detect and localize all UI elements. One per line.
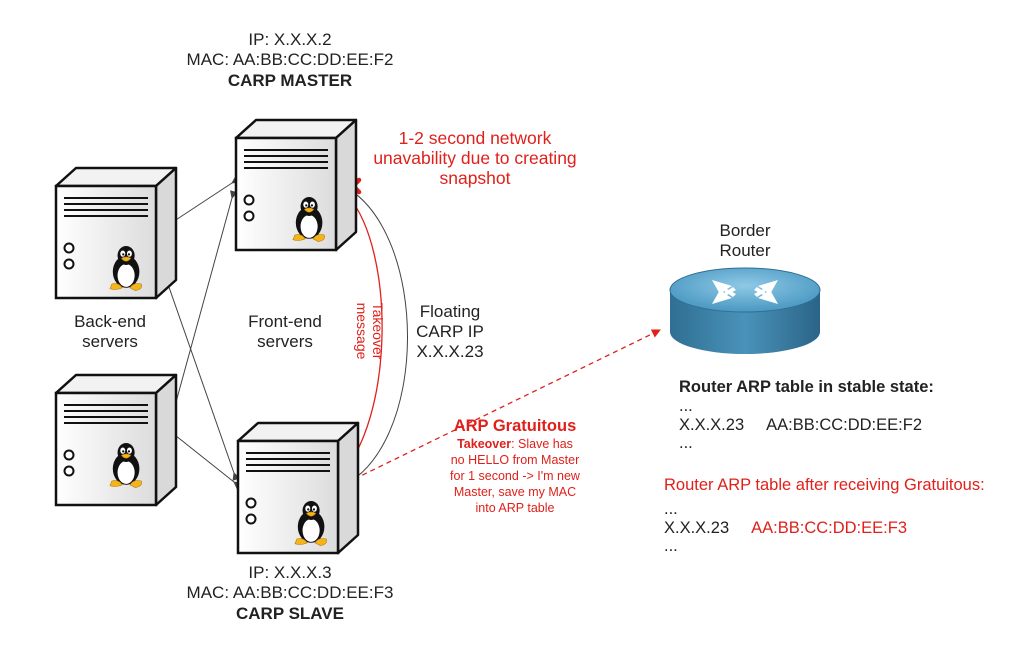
master-mac: MAC: AA:BB:CC:DD:EE:F2 (186, 50, 394, 69)
backend-servers-label: Back-end servers (74, 312, 146, 351)
arp-gratuitous-arrow (337, 329, 661, 488)
slave-ip: IP: X.X.X.3 (248, 563, 332, 582)
floating-carp-ip-label: Floating CARP IP X.X.X.23 (416, 302, 484, 361)
arp-table-after-title: Router ARP table after receiving Gratuit… (664, 476, 985, 494)
master-ip: IP: X.X.X.2 (248, 30, 332, 49)
takeover-message-label: Takeover message (354, 302, 386, 360)
arp-after-ip: X.X.X.23 (664, 519, 730, 537)
arp-gratuitous-title: ARP Gratuitous (453, 417, 577, 435)
takeover-keyword: Takeover (457, 437, 512, 451)
arp-after-mac: AA:BB:CC:DD:EE:F3 (751, 519, 907, 537)
master-role: CARP MASTER (227, 71, 353, 90)
arp-table-stable: Router ARP table in stable state: ... X.… (679, 378, 934, 452)
link-floating-ip (337, 184, 408, 489)
arp-stable-mac: AA:BB:CC:DD:EE:F2 (766, 416, 922, 434)
arp-stable-ip: X.X.X.23 (679, 416, 745, 434)
outage-note: 1-2 second network unavability due to cr… (373, 128, 577, 188)
backend-server-bottom (54, 373, 178, 507)
master-server (234, 118, 358, 252)
arp-gratuitous-note: ARP Gratuitous Takeover: Slave has no HE… (430, 416, 600, 516)
border-router-icon (669, 267, 821, 354)
border-router-label: Border Router (719, 221, 771, 260)
slave-role: CARP SLAVE (235, 604, 344, 623)
slave-mac: MAC: AA:BB:CC:DD:EE:F3 (186, 583, 394, 602)
backend-server-top (54, 166, 178, 300)
slave-server (236, 421, 360, 555)
arp-table-after: Router ARP table after receiving Gratuit… (664, 476, 985, 555)
arp-table-stable-title: Router ARP table in stable state: (679, 378, 934, 396)
frontend-servers-label: Front-end servers (248, 312, 322, 351)
